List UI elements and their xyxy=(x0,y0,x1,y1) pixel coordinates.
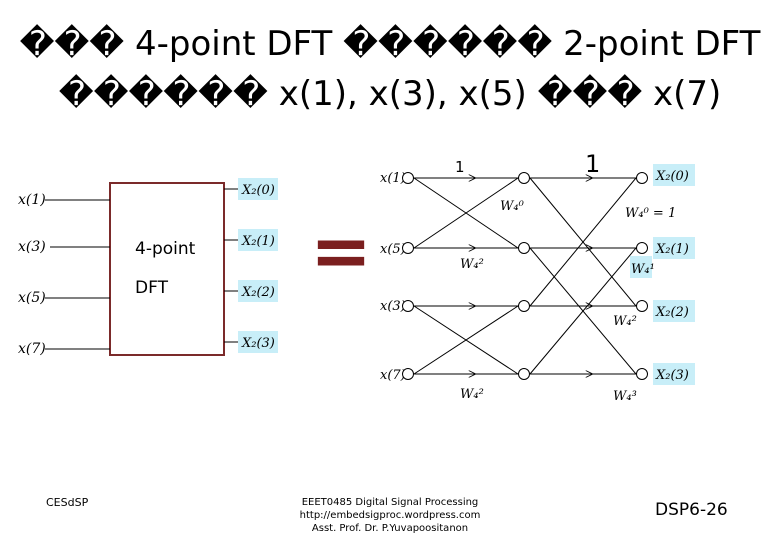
butterfly-input-label: x(7) xyxy=(380,368,406,383)
butterfly-input-label: x(3) xyxy=(380,299,406,314)
footer-url-line: http://embedsigproc.wordpress.com xyxy=(299,510,481,521)
middle-node xyxy=(518,172,530,184)
input-node xyxy=(402,300,414,312)
left-output-highlight xyxy=(238,178,278,200)
slide-number: DSP6-26 xyxy=(655,500,728,520)
left-input-label: x(5) xyxy=(18,290,46,306)
left-output-highlight xyxy=(238,229,278,251)
annotation-large-one: 1 xyxy=(585,150,600,178)
equals-sign: = xyxy=(310,208,372,294)
output-node xyxy=(636,172,648,184)
branch xyxy=(413,305,519,375)
twiddle-label: W₄² xyxy=(613,314,637,329)
butterfly-input-label: x(5) xyxy=(380,242,406,257)
left-output-label: X₂(2) xyxy=(241,285,275,300)
input-node xyxy=(402,242,414,254)
left-input-label: x(7) xyxy=(18,341,46,357)
branch xyxy=(413,177,519,249)
twiddle-label: W₄³ xyxy=(613,389,637,404)
input-node xyxy=(402,368,414,380)
output-highlight xyxy=(653,363,695,385)
middle-node xyxy=(518,300,530,312)
output-highlight xyxy=(653,300,695,322)
twiddle-label: W₄² xyxy=(460,257,484,272)
butterfly-output-label: X₂(1) xyxy=(655,242,689,257)
left-output-label: X₂(1) xyxy=(241,234,275,249)
butterfly-output-label: X₂(3) xyxy=(655,368,689,383)
left-output-highlight xyxy=(238,280,278,302)
twiddle-label: W₄² xyxy=(460,387,484,402)
branch xyxy=(529,247,637,375)
input-node xyxy=(402,172,414,184)
dft-box-label-2: DFT xyxy=(135,278,169,298)
twiddle-label: W₄¹ xyxy=(631,262,655,277)
branch xyxy=(529,177,637,307)
output-highlight xyxy=(653,164,695,186)
output-node xyxy=(636,242,648,254)
footer-course-line: EEET0485 Digital Signal Processing xyxy=(301,497,479,508)
dft-box-label-1: 4-point xyxy=(135,239,196,259)
left-dft-block: 4-point DFT x(1) x(3) x(5) x(7) X₂(0) X₂… xyxy=(18,178,278,357)
slide-title-line-2: ������ x(1), x(3), x(5) ��� x(7) xyxy=(58,74,722,114)
twiddle-label: W₄⁰ xyxy=(500,199,525,214)
footer-center-block: EEET0485 Digital Signal Processing http:… xyxy=(290,496,490,535)
left-input-label: x(3) xyxy=(18,239,46,255)
footer-left-text: CESdSP xyxy=(46,496,89,509)
annotation-small-one: 1 xyxy=(455,158,465,176)
butterfly-output-label: X₂(0) xyxy=(655,169,689,184)
middle-node xyxy=(518,242,530,254)
butterfly-output-label: X₂(2) xyxy=(655,305,689,320)
left-input-label: x(1) xyxy=(18,192,46,208)
left-output-label: X₂(0) xyxy=(241,183,275,198)
output-node xyxy=(636,300,648,312)
dft-box xyxy=(109,182,225,356)
butterfly-graph: 1 1 x(1) x(5) x(3) x(7) xyxy=(380,150,695,404)
footer-author-line: Asst. Prof. Dr. P.Yuvapoositanon xyxy=(311,523,469,534)
left-output-highlight xyxy=(238,331,278,353)
twiddle-label: W₄⁰ = 1 xyxy=(625,206,676,221)
middle-node xyxy=(518,368,530,380)
output-node xyxy=(636,368,648,380)
left-output-label: X₂(3) xyxy=(241,336,275,351)
slide-title-line-1: ��� 4-point DFT ������ 2-point DFT xyxy=(19,24,761,64)
output-highlight xyxy=(653,237,695,259)
butterfly-input-label: x(1) xyxy=(380,171,406,186)
twiddle-highlight xyxy=(630,256,652,278)
